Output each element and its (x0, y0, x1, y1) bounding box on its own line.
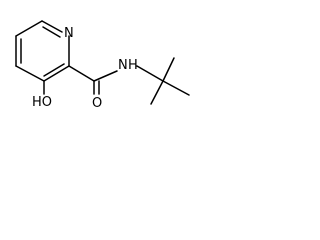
ring-bond-c3-c2-inner-double (43, 63, 65, 77)
ring-bond-c5-c6 (15, 20, 43, 37)
bond-n-tbu (136, 65, 164, 82)
ring-bond-c6-n-inner-double (42, 26, 61, 38)
bond-tbu-methyl-bottom (150, 80, 164, 105)
pyridine-ring (15, 20, 70, 82)
bond-tbu-methyl-right (162, 80, 190, 96)
ring-bond-c3-c4 (15, 65, 45, 82)
hydroxyl-label: HO (32, 95, 52, 110)
chemical-structure: N N H O HO (15, 20, 190, 111)
bond-carbonyl-n (93, 70, 118, 82)
bond-c2-carbonyl (68, 65, 95, 82)
amide-hydrogen-label: H (128, 58, 138, 73)
ring-bond-c6-n (41, 20, 63, 33)
ring-nitrogen-label: N (64, 26, 74, 41)
carbonyl-oxygen-label: O (92, 96, 102, 111)
amide-nitrogen-label: N (118, 58, 128, 73)
bond-tbu-methyl-top (162, 57, 175, 82)
ring-bond-c2-c3 (43, 65, 70, 82)
